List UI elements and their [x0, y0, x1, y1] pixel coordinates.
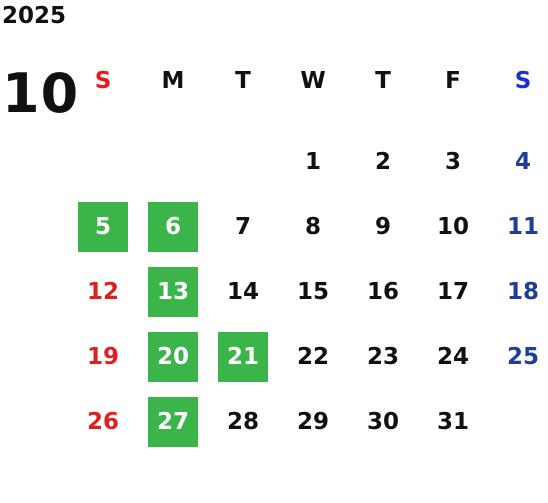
day-cell: 11	[488, 194, 548, 259]
day-number: 31	[436, 408, 469, 435]
day-number: 20	[148, 331, 198, 382]
day-number	[148, 137, 198, 187]
week-row: 26 27 28 29 30 31	[68, 389, 548, 454]
day-number: 26	[86, 408, 119, 435]
day-number	[78, 137, 128, 187]
weekday-header: S M T W T F S	[68, 60, 548, 102]
day-number: 30	[366, 408, 399, 435]
day-cell: 1	[278, 129, 348, 194]
day-number: 27	[148, 396, 198, 447]
week-row: 1 2 3 4	[68, 129, 548, 194]
weekday-monday: M	[161, 68, 185, 94]
day-cell: 13	[138, 259, 208, 324]
weekday-saturday: S	[514, 68, 532, 94]
week-row: 5 6 7 8 9 10 11	[68, 194, 548, 259]
day-cell: 7	[208, 194, 278, 259]
day-number: 8	[304, 213, 321, 240]
day-number	[218, 137, 268, 187]
calendar-grid: S M T W T F S 1 2 3 4 5 6 7 8 9 10 11 12…	[68, 60, 548, 454]
day-cell: 28	[208, 389, 278, 454]
day-cell: 22	[278, 324, 348, 389]
year-label: 2025	[2, 3, 67, 29]
month-number: 10	[2, 62, 80, 125]
week-row: 12 13 14 15 16 17 18	[68, 259, 548, 324]
day-cell: 20	[138, 324, 208, 389]
day-number: 15	[296, 278, 329, 305]
day-cell: 6	[138, 194, 208, 259]
day-number: 3	[444, 148, 461, 175]
day-cell: 15	[278, 259, 348, 324]
day-number: 22	[296, 343, 329, 370]
day-number: 1	[304, 148, 321, 175]
day-cell: 30	[348, 389, 418, 454]
day-number: 23	[366, 343, 399, 370]
day-cell: 2	[348, 129, 418, 194]
weekday-sunday: S	[94, 68, 112, 94]
day-number: 9	[374, 213, 391, 240]
day-number: 6	[148, 201, 198, 252]
day-cell: 14	[208, 259, 278, 324]
day-number	[498, 397, 548, 447]
day-cell	[208, 129, 278, 194]
day-number: 25	[506, 343, 539, 370]
day-number: 7	[234, 213, 251, 240]
day-number: 28	[226, 408, 259, 435]
day-number: 2	[374, 148, 391, 175]
day-cell: 8	[278, 194, 348, 259]
day-cell	[68, 129, 138, 194]
day-cell: 10	[418, 194, 488, 259]
day-cell: 27	[138, 389, 208, 454]
day-cell	[138, 129, 208, 194]
day-number: 24	[436, 343, 469, 370]
day-cell: 31	[418, 389, 488, 454]
day-cell: 19	[68, 324, 138, 389]
day-cell: 12	[68, 259, 138, 324]
day-number: 17	[436, 278, 469, 305]
day-number: 11	[506, 213, 539, 240]
day-number: 10	[436, 213, 469, 240]
weekday-wednesday: W	[300, 68, 326, 94]
day-cell: 23	[348, 324, 418, 389]
day-number: 13	[148, 266, 198, 317]
day-number: 18	[506, 278, 539, 305]
day-cell: 3	[418, 129, 488, 194]
day-cell: 18	[488, 259, 548, 324]
week-row: 19 20 21 22 23 24 25	[68, 324, 548, 389]
day-cell: 21	[208, 324, 278, 389]
day-number: 21	[218, 331, 268, 382]
weekday-thursday: T	[375, 68, 391, 94]
day-number: 19	[86, 343, 119, 370]
day-number: 14	[226, 278, 259, 305]
day-number: 12	[86, 278, 119, 305]
weekday-friday: F	[445, 68, 461, 94]
day-cell: 5	[68, 194, 138, 259]
day-cell: 16	[348, 259, 418, 324]
day-number: 4	[514, 148, 531, 175]
day-cell: 4	[488, 129, 548, 194]
weekday-tuesday: T	[235, 68, 251, 94]
day-cell	[488, 389, 548, 454]
day-number: 16	[366, 278, 399, 305]
day-cell: 17	[418, 259, 488, 324]
day-number: 29	[296, 408, 329, 435]
day-cell: 25	[488, 324, 548, 389]
day-cell: 24	[418, 324, 488, 389]
day-cell: 9	[348, 194, 418, 259]
day-number: 5	[78, 201, 128, 252]
day-cell: 29	[278, 389, 348, 454]
day-cell: 26	[68, 389, 138, 454]
